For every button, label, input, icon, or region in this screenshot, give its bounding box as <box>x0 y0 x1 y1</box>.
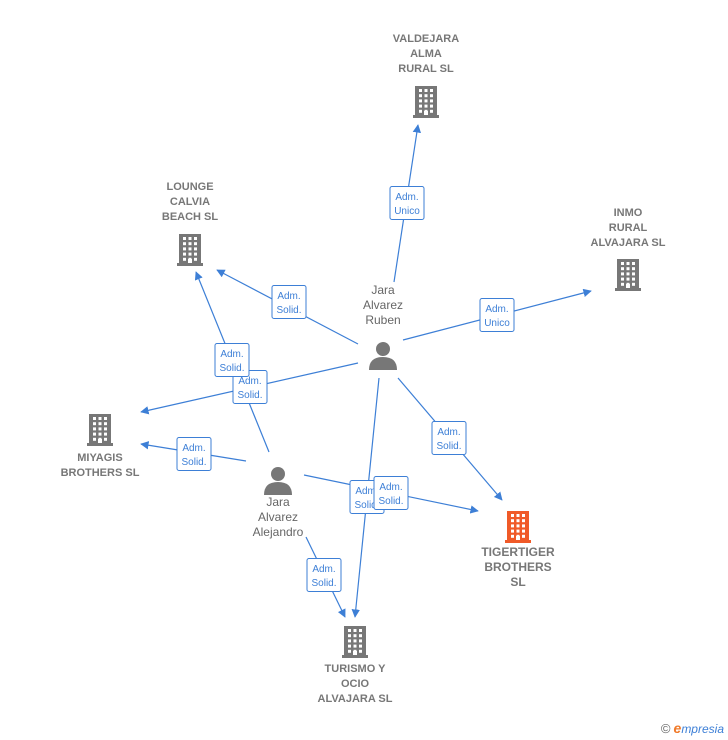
node-label-turismo: OCIO <box>341 678 370 690</box>
empresia-brand[interactable]: ©empresia <box>661 720 724 736</box>
brand-initial: e <box>673 720 682 736</box>
edge-label-text: Solid. <box>436 441 461 452</box>
node-label-alejandro: Alvarez <box>258 510 298 524</box>
edge-label-box <box>176 437 212 471</box>
edge-label-box <box>306 558 342 592</box>
edge-label-text: Adm. <box>355 486 378 497</box>
node-lounge[interactable]: LOUNGE CALVIA BEACH SL <box>162 181 219 266</box>
node-label-valdejara: ALMA <box>410 48 442 60</box>
edge-label-text: Adm. <box>395 192 418 203</box>
node-label-lounge: CALVIA <box>170 196 210 208</box>
edge-label-text: Adm. <box>379 482 402 493</box>
node-label-lounge: LOUNGE <box>166 181 213 193</box>
edge-label-ruben-to-tigertiger[interactable]: Adm. Solid. <box>431 421 467 455</box>
building-icon <box>342 626 368 658</box>
edge-label-ruben-to-miyagis[interactable]: Adm. Solid. <box>232 370 268 404</box>
node-inmo[interactable]: INMO RURAL ALVAJARA SL <box>591 207 666 291</box>
edge-label-box <box>232 370 268 404</box>
node-label-tigertiger: SL <box>510 575 525 589</box>
building-icon <box>615 259 641 291</box>
edge-label-box <box>389 186 425 220</box>
building-icon <box>505 511 531 543</box>
edge-label-ruben-to-inmo[interactable]: Adm. Unico <box>479 298 515 332</box>
edge-label-box <box>479 298 515 332</box>
edge-label-alejandro-to-tigertiger[interactable]: Adm. Solid. <box>373 476 409 510</box>
edge-label-box <box>214 343 250 377</box>
edge-label-text: Adm. <box>277 291 300 302</box>
node-label-valdejara: VALDEJARA <box>393 33 459 45</box>
edge-label-text: Adm. <box>220 349 243 360</box>
edge-label-text: Solid. <box>181 457 206 468</box>
building-icon <box>177 234 203 266</box>
edge-label-text: Unico <box>394 206 420 217</box>
node-label-lounge: BEACH SL <box>162 211 219 223</box>
node-label-inmo: RURAL <box>609 222 648 234</box>
edge-label-ruben-to-valdejara[interactable]: Adm. Unico <box>389 186 425 220</box>
edge-label-text: Adm. <box>485 304 508 315</box>
person-icon <box>369 342 397 370</box>
person-icon <box>264 467 292 495</box>
node-label-ruben: Jara <box>371 283 395 297</box>
node-label-turismo: TURISMO Y <box>325 663 387 675</box>
node-label-alejandro: Alejandro <box>253 525 304 539</box>
edge-label-box <box>431 421 467 455</box>
node-label-ruben: Alvarez <box>363 298 403 312</box>
edge-labels-layer: Adm.UnicoAdm.UnicoAdm.Solid.Adm.Solid.Ad… <box>176 186 515 592</box>
node-label-ruben: Ruben <box>365 313 400 327</box>
building-icon <box>87 414 113 446</box>
building-icon <box>413 86 439 118</box>
edge-label-text: Solid. <box>219 363 244 374</box>
edge-label-text: Unico <box>484 318 510 329</box>
edge-label-text: Solid. <box>276 305 301 316</box>
edge-label-text: Solid. <box>354 500 379 511</box>
node-valdejara[interactable]: VALDEJARA ALMA RURAL SL <box>393 33 459 118</box>
edge-label-text: Adm. <box>437 427 460 438</box>
edge-label-alejandro-to-turismo[interactable]: Adm. Solid. <box>306 558 342 592</box>
node-label-alejandro: Jara <box>266 495 290 509</box>
edge-label-alejandro-to-lounge[interactable]: Adm. Solid. <box>214 343 250 377</box>
node-miyagis[interactable]: MIYAGIS BROTHERS SL <box>61 414 140 479</box>
node-label-turismo: ALVAJARA SL <box>318 693 393 705</box>
edge-label-ruben-to-lounge[interactable]: Adm. Solid. <box>271 285 307 319</box>
edge-label-text: Solid. <box>378 496 403 507</box>
edge-label-box <box>271 285 307 319</box>
node-label-inmo: INMO <box>614 207 643 219</box>
edge-label-text: Adm. <box>182 443 205 454</box>
node-label-tigertiger: BROTHERS <box>484 560 551 574</box>
node-label-valdejara: RURAL SL <box>398 63 454 75</box>
node-label-miyagis: BROTHERS SL <box>61 467 140 479</box>
edge-label-alejandro-to-miyagis[interactable]: Adm. Solid. <box>176 437 212 471</box>
edge-label-box <box>373 476 409 510</box>
brand-name: mpresia <box>681 722 724 736</box>
nodes-layer: VALDEJARA ALMA RURAL SL LOUNGE CALVIA BEACH S… <box>61 33 666 705</box>
edge-label-text: Solid. <box>311 578 336 589</box>
edge-label-text: Solid. <box>237 390 262 401</box>
edge-label-text: Adm. <box>238 376 261 387</box>
node-label-tigertiger: TIGERTIGER <box>481 545 555 559</box>
node-label-inmo: ALVAJARA SL <box>591 237 666 249</box>
node-turismo[interactable]: TURISMO Y OCIO ALVAJARA SL <box>318 626 393 705</box>
node-label-miyagis: MIYAGIS <box>77 452 122 464</box>
edge-label-text: Adm. <box>312 564 335 575</box>
copyright-symbol: © <box>660 721 671 736</box>
